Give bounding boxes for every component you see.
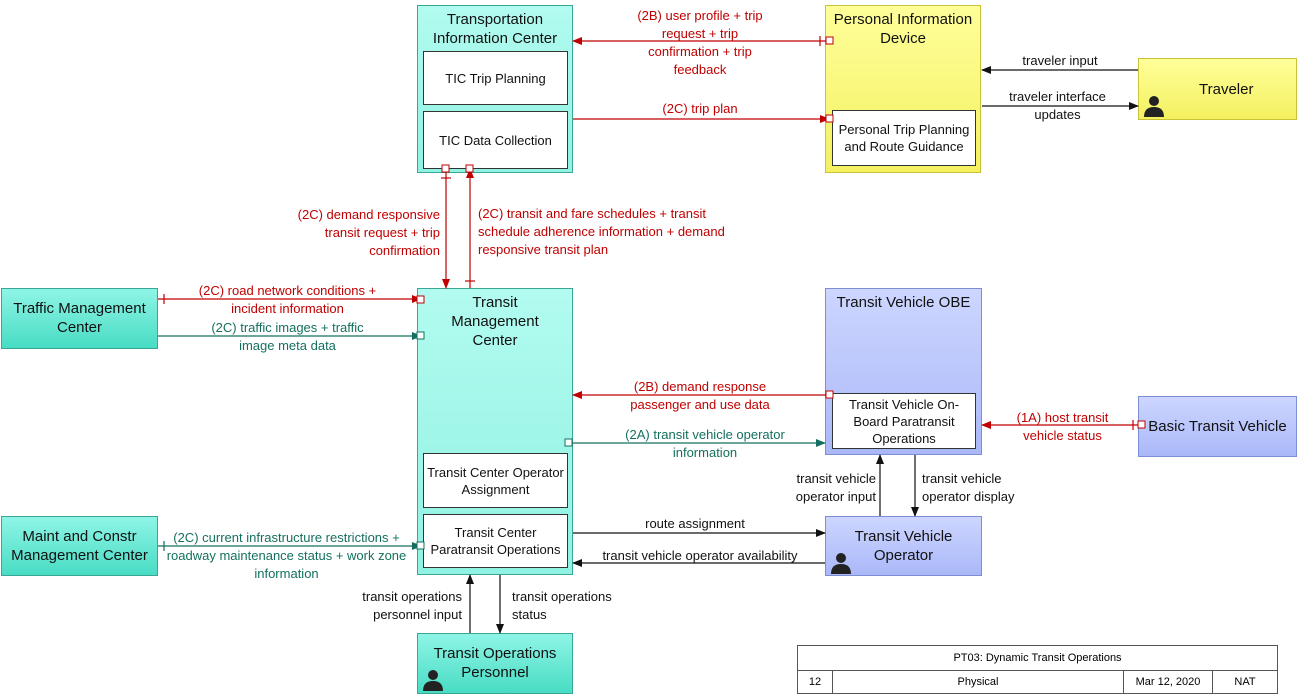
label-infra: (2C) current infrastructure restrictions… [166,530,407,581]
tic-title: Transportation Information Center [432,11,558,47]
transit-center-paratransit-operations[interactable]: Transit Center Paratransit Operations [423,514,568,568]
title-block: PT03: Dynamic Transit Operations 12 Phys… [797,645,1278,694]
tmc-title: Traffic Management Center [13,300,146,336]
basic-transit-vehicle[interactable]: Basic Transit Vehicle [1138,396,1297,457]
label-operator-display: transit vehicle operator display [922,471,1015,504]
transit-vehicle-onboard-paratransit[interactable]: Transit Vehicle On-Board Paratransit Ope… [832,393,976,449]
transit-vehicle-operator[interactable]: Transit Vehicle Operator [825,516,982,576]
label-traveler-input: traveler input [1022,53,1098,68]
label-operator-info: (2A) transit vehicle operator informatio… [625,427,785,460]
person-icon [1144,96,1164,117]
person-icon [423,670,443,691]
maint-constr-management-center[interactable]: Maint and Constr Management Center [1,516,158,576]
label-dr-passenger: (2B) demand response passenger and use d… [630,379,770,412]
tic-trip-planning[interactable]: TIC Trip Planning [423,51,568,105]
label-traffic-images: (2C) traffic images + traffic image meta… [211,320,364,353]
transportation-information-center[interactable]: Transportation Information Center TIC Tr… [417,5,573,173]
btv-title: Basic Transit Vehicle [1148,418,1287,435]
title-block-org: NAT [1234,676,1256,688]
title-block-number: 12 [798,670,833,694]
obe-title: Transit Vehicle OBE [836,294,971,311]
label-trip-plan: (2C) trip plan [662,101,738,116]
label-road-network: (2C) road network conditions + incident … [198,283,377,316]
traveler-title: Traveler [1199,81,1254,98]
transit-mgmt-title: Transit Management Center [451,294,539,349]
label-host-status: (1A) host transit vehicle status [1016,410,1109,443]
transit-center-operator-assignment[interactable]: Transit Center Operator Assignment [423,453,568,508]
traffic-management-center[interactable]: Traffic Management Center [1,288,158,349]
label-user-profile: (2B) user profile + trip request + trip … [637,8,763,77]
title-block-title: PT03: Dynamic Transit Operations [798,646,1277,671]
tvo-title: Transit Vehicle Operator [854,528,953,564]
person-icon [831,553,851,574]
label-operator-availability: transit vehicle operator availability [602,548,798,563]
pid-title: Personal Information Device [833,11,973,47]
label-route-assignment: route assignment [645,516,745,531]
label-dr-request: (2C) demand responsive transit request +… [297,207,440,258]
transit-operations-personnel[interactable]: Transit Operations Personnel [417,633,573,694]
label-tops-status: transit operations status [512,589,612,622]
transit-management-center[interactable]: Transit Management Center Transit Center… [417,288,573,575]
label-operator-input: transit vehicle operator input [795,471,876,504]
tops-title: Transit Operations Personnel [433,645,557,681]
maint-title: Maint and Constr Management Center [11,528,148,564]
personal-trip-planning[interactable]: Personal Trip Planning and Route Guidanc… [832,110,976,166]
title-block-view: Physical [833,670,1124,694]
traveler[interactable]: Traveler [1138,58,1297,120]
label-schedules: (2C) transit and fare schedules + transi… [478,206,725,257]
transit-vehicle-obe[interactable]: Transit Vehicle OBE Transit Vehicle On-B… [825,288,982,455]
title-block-date: Mar 12, 2020 [1124,670,1213,694]
label-tops-input: transit operations personnel input [362,589,462,622]
tic-data-collection[interactable]: TIC Data Collection [423,111,568,169]
label-traveler-updates: traveler interface updates [1009,89,1106,122]
personal-information-device[interactable]: Personal Information Device Personal Tri… [825,5,981,173]
